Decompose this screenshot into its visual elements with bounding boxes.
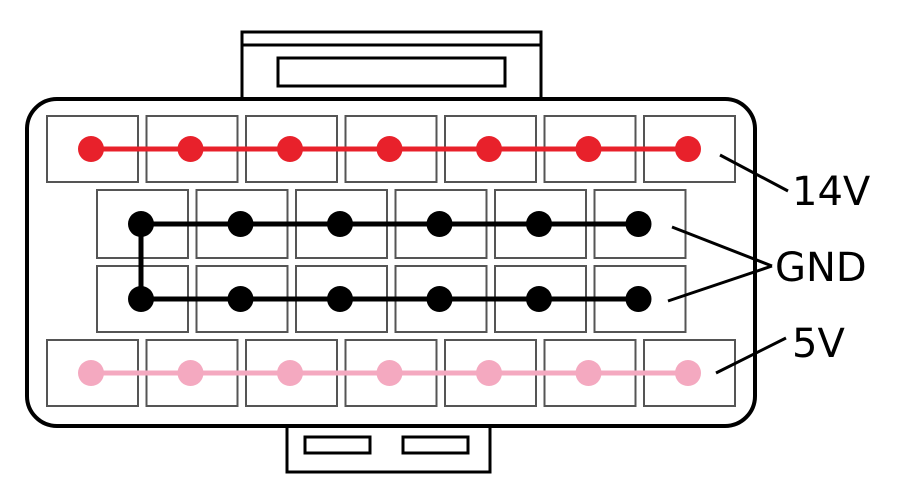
row-5v-pin-6 — [575, 360, 602, 386]
row-gnd-bottom-pin-1 — [128, 286, 154, 312]
row-gnd-bottom-pin-2 — [227, 286, 254, 312]
row-gnd-bottom-pin-6 — [625, 286, 652, 312]
row-gnd-top-pin-4 — [426, 211, 453, 237]
leader-5v — [715, 336, 787, 375]
row-gnd-top-pin-3 — [327, 211, 353, 237]
row-14v-pin-5 — [476, 136, 502, 162]
row-14v-pin-7 — [675, 136, 701, 162]
row-gnd-bottom-pin-4 — [426, 286, 453, 312]
row-14v-pin-3 — [277, 136, 303, 162]
leader-14v — [719, 153, 789, 193]
leader-gnd-top — [671, 225, 773, 268]
row-gnd-bottom-pin-5 — [526, 286, 552, 312]
row-14v-pin-2 — [177, 136, 204, 162]
label-14v: 14V — [792, 169, 871, 215]
row-14v-pin-1 — [78, 136, 104, 162]
bottom-key — [285, 422, 492, 474]
row-14v-pin-6 — [575, 136, 602, 162]
row-gnd-top-pin-1 — [128, 211, 154, 237]
row-5v-pin-4 — [376, 360, 403, 386]
top-latch — [240, 30, 543, 102]
label-gnd: GND — [775, 245, 867, 291]
row-gnd-top-pin-6 — [625, 211, 652, 237]
row-5v-pin-5 — [476, 360, 502, 386]
row-5v-pin-1 — [78, 360, 104, 386]
leader-lines — [667, 153, 789, 375]
row-gnd-top-pin-2 — [227, 211, 254, 237]
row-5v-pin-7 — [675, 360, 701, 386]
row-5v-pin-2 — [177, 360, 204, 386]
label-5v: 5V — [792, 321, 845, 367]
row-5v-pin-3 — [277, 360, 303, 386]
pin-dots — [78, 136, 701, 386]
row-14v-pin-4 — [376, 136, 403, 162]
row-gnd-bottom-pin-3 — [327, 286, 353, 312]
row-gnd-top-pin-5 — [526, 211, 552, 237]
leader-gnd-bottom — [667, 264, 773, 303]
